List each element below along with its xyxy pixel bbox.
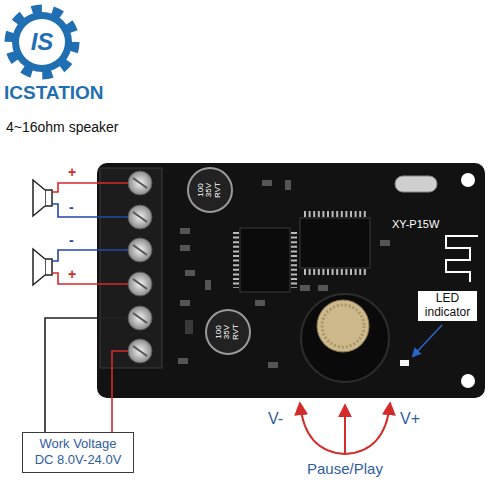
terminal-screws (128, 171, 152, 363)
screw-slot (133, 178, 147, 188)
screw-slot (133, 346, 147, 356)
node-text: Work Voltage DC 8.0V-24.0V (30, 436, 126, 469)
speaker-magnet (45, 190, 52, 206)
smd-part (285, 180, 291, 190)
smd-part (205, 280, 211, 290)
bluetooth-chip (300, 218, 370, 268)
polarity-mark: + (68, 266, 76, 282)
ic-pins (304, 211, 366, 217)
negative-wire (52, 250, 128, 261)
positive-wire (52, 183, 128, 192)
capacitor (206, 310, 250, 354)
smd-part (185, 270, 195, 276)
capacitor-marking: 100 35V RVT (197, 179, 222, 201)
speaker-cone (33, 249, 45, 285)
terminal-screw (128, 272, 152, 296)
gear-teeth (9, 9, 75, 75)
amplifier-chip (240, 228, 290, 292)
terminal-screw (128, 306, 152, 330)
gear-hole (19, 19, 65, 65)
screw-slot (133, 279, 147, 289)
control-label: V- (268, 410, 283, 428)
smd-part (318, 285, 328, 291)
speaker-magnet (45, 259, 52, 275)
control-label: V+ (400, 410, 420, 428)
screw-slot (133, 245, 147, 255)
volume-knob (301, 294, 389, 382)
screw-slot (133, 212, 147, 222)
smd-part (300, 285, 310, 291)
capacitor-marking: 100 35V RVT (215, 321, 240, 343)
gear-body (12, 12, 72, 72)
board-model: XY-P15W (392, 218, 439, 231)
speaker-cone (33, 180, 45, 216)
smd-part (380, 240, 390, 246)
power-supply-box: Work Voltage DC 8.0V-24.0V (22, 432, 134, 473)
terminal-screw (128, 238, 152, 262)
power-wires (45, 318, 128, 432)
terminal-block (100, 168, 162, 368)
brand-name: ICSTATION (4, 82, 104, 104)
control-label: Pause/Play (307, 460, 383, 477)
screw-slots (133, 178, 147, 356)
knob-turn-arrow (300, 404, 390, 454)
leader-arrow (413, 325, 442, 356)
polarity-mark: + (68, 164, 76, 180)
capacitor (188, 168, 232, 212)
smd-parts (178, 180, 390, 368)
smd-part (268, 362, 278, 368)
terminal-screw (128, 205, 152, 229)
speaker-symbol (33, 180, 52, 216)
knob-top (317, 300, 369, 352)
callout-label: LED indicator (418, 291, 477, 321)
led (400, 360, 409, 366)
transistor (185, 320, 193, 334)
logo-letters: IS (31, 28, 54, 56)
polarity-mark: - (69, 232, 74, 248)
pcb-board (97, 163, 485, 398)
crystal (395, 176, 437, 192)
smd-part (255, 300, 265, 306)
ic-pins (304, 269, 366, 275)
terminal-screw (128, 171, 152, 195)
polarity-mark: - (69, 199, 74, 215)
supply-wire (112, 351, 128, 432)
speaker-symbol (33, 249, 52, 285)
smd-part (178, 358, 188, 364)
ground-wire (45, 318, 128, 432)
smd-part (180, 228, 190, 234)
smd-part (180, 245, 190, 251)
ic-pins (233, 232, 239, 288)
screw-slot (133, 313, 147, 323)
speaker-wires (52, 183, 128, 284)
smd-part (180, 300, 190, 306)
positive-wire (52, 273, 128, 284)
knob-ribs (322, 305, 364, 347)
knob-press-arrow (344, 406, 346, 454)
logo-gear (9, 9, 75, 75)
pcb-antenna (446, 236, 478, 282)
mounting-hole (461, 374, 475, 388)
ic-pins (291, 232, 297, 288)
speaker-note: 4~16ohm speaker (6, 119, 118, 135)
terminal-screw (128, 339, 152, 363)
smd-part (262, 180, 272, 186)
negative-wire (52, 204, 128, 217)
mounting-hole (461, 173, 475, 187)
